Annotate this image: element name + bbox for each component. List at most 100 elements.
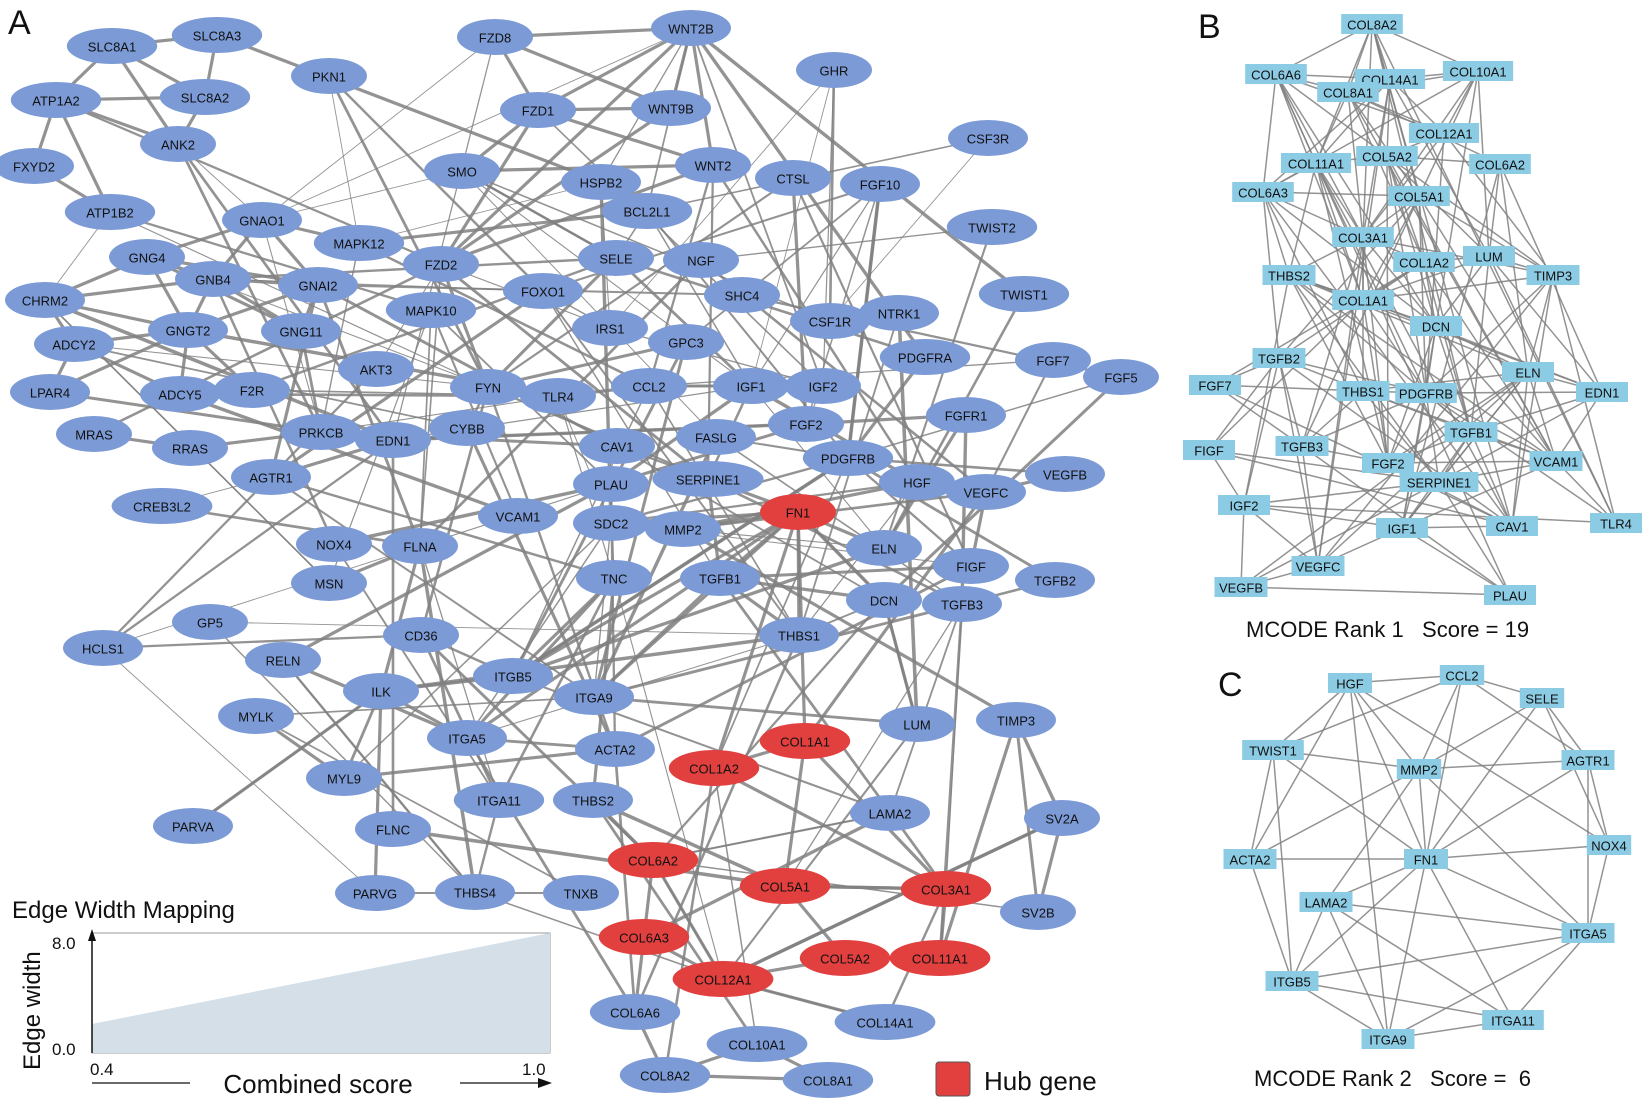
node-col6a2[interactable]: COL6A2: [607, 842, 699, 878]
cluster-node-vegfb[interactable]: VEGFB: [1214, 577, 1268, 597]
cluster-node-col8a2[interactable]: COL8A2: [1341, 14, 1403, 34]
node-fzd1[interactable]: FZD1: [500, 92, 576, 128]
node-ank2[interactable]: ANK2: [140, 126, 216, 162]
node-tgfb2[interactable]: TGFB2: [1015, 562, 1095, 598]
node-plau[interactable]: PLAU: [573, 466, 649, 502]
node-eln[interactable]: ELN: [846, 530, 922, 566]
node-chrm2[interactable]: CHRM2: [5, 282, 85, 318]
node-mras[interactable]: MRAS: [56, 416, 132, 452]
node-pdgfra[interactable]: PDGFRA: [879, 339, 971, 375]
node-slc8a3[interactable]: SLC8A3: [171, 17, 263, 53]
node-mapk12[interactable]: MAPK12: [313, 225, 405, 261]
cluster-node-cav1[interactable]: CAV1: [1486, 516, 1538, 536]
node-csf3r[interactable]: CSF3R: [948, 120, 1028, 156]
node-fzd2[interactable]: FZD2: [403, 246, 479, 282]
node-adcy5[interactable]: ADCY5: [140, 376, 220, 412]
node-acta2[interactable]: ACTA2: [575, 731, 655, 767]
cluster-node-col10a1[interactable]: COL10A1: [1442, 61, 1514, 81]
cluster-node-plau[interactable]: PLAU: [1484, 585, 1536, 605]
node-smo[interactable]: SMO: [424, 153, 500, 189]
cluster-node-fgf2[interactable]: FGF2: [1362, 453, 1414, 473]
node-prkcb[interactable]: PRKCB: [281, 414, 361, 450]
node-twist1[interactable]: TWIST1: [978, 276, 1070, 312]
cluster-node-vcam1[interactable]: VCAM1: [1529, 451, 1583, 471]
node-col1a1[interactable]: COL1A1: [759, 723, 851, 759]
cluster-node-fgf7[interactable]: FGF7: [1189, 375, 1241, 395]
node-serpine1[interactable]: SERPINE1: [652, 461, 764, 497]
cluster-node-thbs2[interactable]: THBS2: [1262, 265, 1316, 285]
cluster-node-agtr1[interactable]: AGTR1: [1561, 750, 1615, 770]
node-hcls1[interactable]: HCLS1: [63, 630, 143, 666]
cluster-node-serpine1[interactable]: SERPINE1: [1399, 472, 1479, 492]
cluster-node-thbs1[interactable]: THBS1: [1336, 381, 1390, 401]
node-col10a1[interactable]: COL10A1: [706, 1026, 808, 1062]
node-ngf[interactable]: NGF: [663, 242, 739, 278]
cluster-node-col6a2[interactable]: COL6A2: [1469, 154, 1531, 174]
node-lum[interactable]: LUM: [879, 706, 955, 742]
node-atp1b2[interactable]: ATP1B2: [64, 194, 156, 230]
cluster-node-lama2[interactable]: LAMA2: [1299, 892, 1353, 912]
node-akt3[interactable]: AKT3: [338, 351, 414, 387]
cluster-node-vegfc[interactable]: VEGFC: [1291, 556, 1345, 576]
cluster-node-pdgfrb[interactable]: PDGFRB: [1395, 383, 1457, 403]
node-ntrk1[interactable]: NTRK1: [859, 295, 939, 331]
node-fgf2[interactable]: FGF2: [768, 406, 844, 442]
node-gpc3[interactable]: GPC3: [648, 324, 724, 360]
node-itgb5[interactable]: ITGB5: [473, 658, 553, 694]
node-tnc[interactable]: TNC: [576, 560, 652, 596]
cluster-node-dcn[interactable]: DCN: [1410, 316, 1462, 336]
node-tnxb[interactable]: TNXB: [543, 875, 619, 911]
node-igf2[interactable]: IGF2: [785, 368, 861, 404]
cluster-node-fn1[interactable]: FN1: [1404, 849, 1448, 869]
node-foxo1[interactable]: FOXO1: [503, 273, 583, 309]
node-slc8a1[interactable]: SLC8A1: [66, 28, 158, 64]
node-igf1[interactable]: IGF1: [713, 368, 789, 404]
cluster-node-nox4[interactable]: NOX4: [1586, 835, 1632, 855]
node-fgf10[interactable]: FGF10: [840, 166, 920, 202]
node-faslg[interactable]: FASLG: [676, 419, 756, 455]
node-mylk[interactable]: MYLK: [218, 698, 294, 734]
cluster-node-twist1[interactable]: TWIST1: [1242, 740, 1304, 760]
node-wnt2b[interactable]: WNT2B: [651, 10, 731, 46]
node-ilk[interactable]: ILK: [343, 673, 419, 709]
node-agtr1[interactable]: AGTR1: [231, 459, 311, 495]
node-figf[interactable]: FIGF: [933, 548, 1009, 584]
node-sv2a[interactable]: SV2A: [1024, 800, 1100, 836]
node-twist2[interactable]: TWIST2: [946, 209, 1038, 245]
node-col6a6[interactable]: COL6A6: [589, 994, 681, 1030]
node-reln[interactable]: RELN: [245, 642, 321, 678]
node-edn1[interactable]: EDN1: [355, 422, 431, 458]
node-hspb2[interactable]: HSPB2: [561, 164, 641, 200]
cluster-node-col5a1[interactable]: COL5A1: [1388, 186, 1450, 206]
cluster-node-col5a2[interactable]: COL5A2: [1356, 146, 1418, 166]
node-timp3[interactable]: TIMP3: [976, 702, 1056, 738]
node-parvg[interactable]: PARVG: [335, 875, 415, 911]
cluster-node-col1a2[interactable]: COL1A2: [1393, 252, 1455, 272]
node-pdgfrb[interactable]: PDGFRB: [802, 440, 894, 476]
node-sv2b[interactable]: SV2B: [1000, 894, 1076, 930]
node-msn[interactable]: MSN: [291, 565, 367, 601]
node-ccl2[interactable]: CCL2: [611, 368, 687, 404]
cluster-node-acta2[interactable]: ACTA2: [1223, 849, 1277, 869]
cluster-node-col6a6[interactable]: COL6A6: [1245, 64, 1307, 84]
node-itga5[interactable]: ITGA5: [427, 720, 507, 756]
node-csf1r[interactable]: CSF1R: [790, 303, 870, 339]
cluster-node-tgfb1[interactable]: TGFB1: [1444, 422, 1498, 442]
node-cav1[interactable]: CAV1: [579, 428, 655, 464]
node-gp5[interactable]: GP5: [172, 604, 248, 640]
node-tgfb1[interactable]: TGFB1: [680, 560, 760, 596]
cluster-node-mmp2[interactable]: MMP2: [1396, 759, 1442, 779]
node-ghr[interactable]: GHR: [796, 52, 872, 88]
cluster-node-lum[interactable]: LUM: [1463, 246, 1515, 266]
node-fyn[interactable]: FYN: [450, 369, 526, 405]
node-mmp2[interactable]: MMP2: [645, 511, 721, 547]
node-col11a1[interactable]: COL11A1: [889, 940, 991, 976]
node-tlr4[interactable]: TLR4: [520, 378, 596, 414]
node-col5a1[interactable]: COL5A1: [739, 868, 831, 904]
node-bcl2l1[interactable]: BCL2L1: [601, 193, 693, 229]
cluster-node-col8a1[interactable]: COL8A1: [1317, 82, 1379, 102]
cluster-node-itga9[interactable]: ITGA9: [1361, 1029, 1415, 1049]
node-cybb[interactable]: CYBB: [429, 410, 505, 446]
cluster-node-col1a1[interactable]: COL1A1: [1332, 290, 1394, 310]
node-atp1a2[interactable]: ATP1A2: [10, 82, 102, 118]
